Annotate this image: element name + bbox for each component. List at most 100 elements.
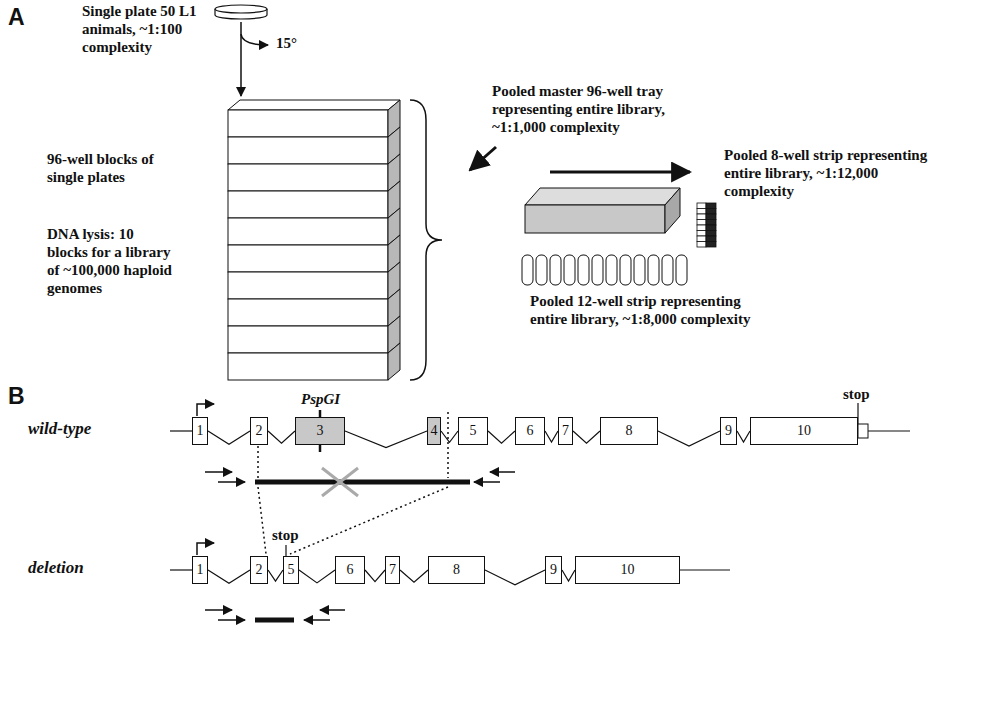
exon-box: 7 <box>385 556 400 584</box>
well-block <box>228 245 388 272</box>
exon-number: 6 <box>347 562 354 578</box>
tube <box>592 255 603 285</box>
tube <box>634 255 645 285</box>
tube <box>648 255 659 285</box>
well-block <box>228 272 388 299</box>
primer <box>474 481 500 483</box>
master-tray <box>525 188 680 233</box>
block-top <box>228 100 400 110</box>
tray-front <box>525 205 665 233</box>
tube <box>550 255 561 285</box>
tray-side <box>665 188 680 233</box>
pool-arrow <box>470 147 496 170</box>
exon-box: 1 <box>192 417 208 445</box>
primer <box>218 481 245 483</box>
exon-number: 2 <box>256 423 263 439</box>
exon-number: 5 <box>470 423 477 439</box>
exon-number: 7 <box>389 562 396 578</box>
exon-box: 9 <box>720 417 737 445</box>
step-label: DNA lysis: 10 blocks for a library of ~1… <box>47 225 175 297</box>
tube-cap <box>706 236 716 242</box>
exon-number: 8 <box>626 423 633 439</box>
label-text: B <box>8 383 25 409</box>
breakpoint-line <box>447 412 449 478</box>
panel-letter: A <box>8 4 25 32</box>
pcr-product <box>255 480 470 485</box>
plate <box>215 5 267 19</box>
intron-line <box>737 431 750 442</box>
pool-label: Pooled master 96-well tray representing … <box>492 82 722 136</box>
exon-box: 10 <box>750 417 858 445</box>
well-block <box>228 299 388 326</box>
exon-box: 6 <box>335 556 365 584</box>
tube-cap <box>706 209 716 215</box>
exon-number: 3 <box>317 423 324 439</box>
label-text: 96-well blocks of single plates <box>47 151 154 185</box>
utr-box <box>858 424 868 438</box>
exon-number: 1 <box>197 562 204 578</box>
exon-box: 9 <box>545 556 562 584</box>
exon-box: 6 <box>515 417 545 445</box>
allele-label: wild-type <box>28 419 91 439</box>
intron-line <box>485 570 545 585</box>
breakpoint-line <box>290 487 448 554</box>
step-label: Single plate 50 L1 animals, ~1:100 compl… <box>82 2 212 56</box>
exon-box: 3 <box>295 417 345 445</box>
intron-line <box>400 570 428 582</box>
twelve-well-strip <box>522 255 687 285</box>
label-text: wild-type <box>28 419 91 438</box>
exon-number: 1 <box>197 423 204 439</box>
primer <box>304 619 330 621</box>
deletion-cross <box>322 468 358 496</box>
exon-number: 4 <box>431 423 438 439</box>
stop-mark <box>285 545 286 556</box>
label-text: PspGI <box>301 391 340 407</box>
tube <box>564 255 575 285</box>
intron-line <box>345 431 427 448</box>
primer <box>218 619 245 621</box>
gene-line <box>170 569 192 570</box>
well-block <box>228 326 388 353</box>
label-text: A <box>8 4 25 30</box>
deletion-cross <box>322 468 358 496</box>
eight-well-strip <box>697 203 716 247</box>
enzyme-label: PspGI <box>301 390 340 408</box>
tube <box>536 255 547 285</box>
label-text: Pooled 12-well strip representing entire… <box>530 293 750 327</box>
exon-number: 8 <box>453 562 460 578</box>
breakpoint-line <box>258 487 266 554</box>
tube <box>697 209 706 215</box>
tube <box>697 214 706 220</box>
tray-top <box>525 188 680 205</box>
tube <box>697 236 706 242</box>
gene-line <box>868 430 910 431</box>
exon-box: 2 <box>250 417 268 445</box>
promoter-arrow <box>197 543 214 555</box>
well-block <box>228 110 388 137</box>
intron-line <box>573 431 600 443</box>
exon-box: 7 <box>558 417 573 445</box>
intron-line <box>208 570 250 583</box>
primer <box>320 609 345 611</box>
well-block <box>228 218 388 245</box>
exon-number: 9 <box>725 423 732 439</box>
label-text: Single plate 50 L1 animals, ~1:100 compl… <box>82 3 197 55</box>
exon-number: 9 <box>550 562 557 578</box>
primer <box>490 471 515 473</box>
block-stack <box>228 100 400 380</box>
pool-label: Pooled 8-well strip representing entire … <box>724 146 939 200</box>
well-block <box>228 137 388 164</box>
tube-cap <box>706 242 716 248</box>
pool-arrow <box>550 171 690 174</box>
breakpoint-line <box>257 446 259 478</box>
angle-arrow <box>241 34 268 45</box>
tube-cap <box>706 231 716 237</box>
label-text: stop <box>272 527 299 543</box>
well-block <box>228 353 388 380</box>
exon-box: 8 <box>600 417 658 445</box>
tube-cap <box>706 203 716 209</box>
exon-box: 2 <box>250 556 268 584</box>
intron-line <box>268 431 295 443</box>
tube <box>662 255 673 285</box>
